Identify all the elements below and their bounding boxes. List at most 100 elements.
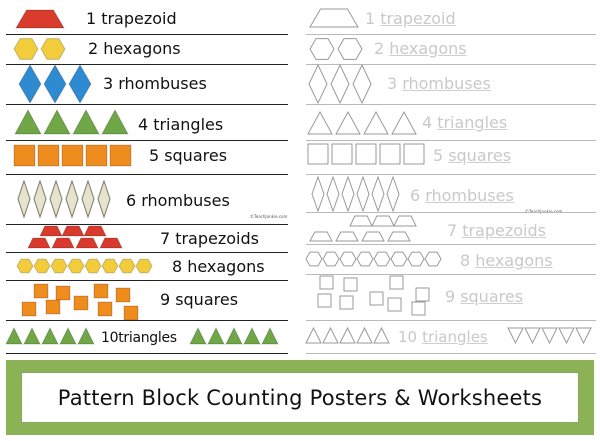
triangle-block [356,326,373,344]
triangle-block [307,110,333,135]
title-banner: Pattern Block Counting Posters & Workshe… [6,360,594,435]
square-block [73,295,89,311]
hexagon-icon [13,38,66,60]
triangle-outline-icon [307,110,417,135]
square-block [61,144,84,167]
trapezoid-block [371,215,395,227]
triangle-block [5,326,23,345]
rhombus-block [326,175,340,213]
square-block [389,275,404,290]
divider [6,34,288,35]
triangle-block [524,327,541,345]
writing-line [306,353,596,354]
hexagon-block [390,251,408,267]
title-banner-inner: Pattern Block Counting Posters & Workshe… [21,372,579,423]
trapezoid-block [15,9,65,29]
hexagon-block [322,251,340,267]
divider [6,280,288,281]
square-block [115,287,131,303]
rhombus-block [18,64,42,104]
square-block [415,287,430,302]
square-icon [21,283,139,321]
hexagon-block [16,258,34,274]
divider [6,140,288,141]
square-block [33,283,49,299]
triangle-block [41,326,59,345]
square-block [339,295,354,310]
trapezoid-block [335,231,359,242]
triangle-icon [14,108,129,135]
writing-line [306,212,596,213]
rhombus-block [341,175,355,213]
trapezoid-icon [15,9,65,29]
triangle-block [575,327,592,345]
trapezoid-block [61,225,85,237]
rhombus-icon [18,64,92,104]
triangle-block [77,326,95,345]
triangle-block [23,326,41,345]
square-block [317,293,332,308]
trapezoid-block [309,8,359,28]
hexagon-block [339,251,357,267]
trapezoid-block [27,237,51,249]
rhombus-block [371,175,385,213]
rhombus-block [33,179,47,219]
writing-line [306,320,596,321]
square-block [307,143,329,165]
writing-line [306,104,596,105]
divider [6,64,288,65]
triangle-block [225,326,243,345]
square-block [379,143,401,165]
square-block [21,301,37,317]
square-block [369,291,384,306]
writing-line [306,244,596,245]
hexagon-block [13,38,39,60]
hexagon-block [40,38,66,60]
rhombus-block [352,63,372,105]
hexagon-block [33,258,51,274]
divider [6,252,288,253]
triangle-block [363,110,389,135]
square-block [355,143,377,165]
triangle-block [305,326,322,344]
triangle-block [59,326,77,345]
square-block [387,297,402,312]
hexagon-block [309,38,335,60]
rhombus-block [65,179,79,219]
hexagon-outline-icon [305,251,442,267]
writing-line [306,274,596,275]
rhombus-block [81,179,95,219]
rhombus-block [356,175,370,213]
divider [6,353,288,354]
square-block [343,277,358,292]
square-outline-icon [317,275,430,316]
trapezoid-block [83,225,107,237]
trapezoid-icon [27,225,123,249]
square-block [93,283,109,299]
triangle-block [558,327,575,345]
